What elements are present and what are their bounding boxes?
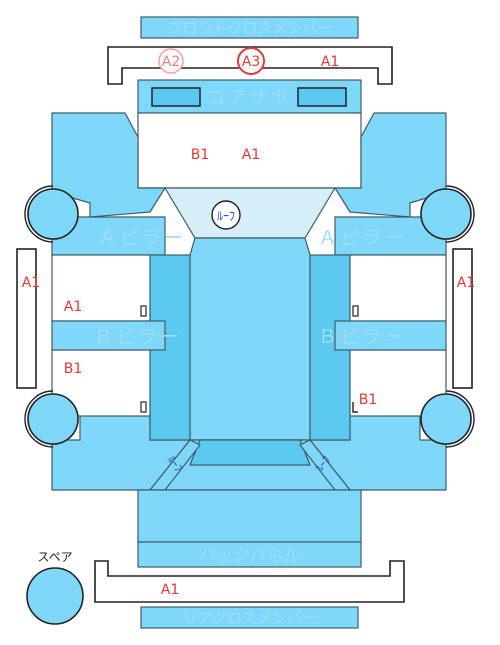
back-panel[interactable] xyxy=(137,541,362,568)
right-rear-door-mark xyxy=(352,402,358,413)
engine-b1-label: B1 xyxy=(191,147,210,163)
a-pillar-right-label: Ａピラー xyxy=(318,227,406,249)
rear-a1-label: A1 xyxy=(161,582,179,598)
rear-cross-member-label: リアクロスメンバー xyxy=(183,609,317,627)
left-front-door-mark xyxy=(140,305,147,317)
wheel-front-right[interactable] xyxy=(420,188,472,240)
roof-center-marker[interactable] xyxy=(211,200,241,230)
front-a1-label: A1 xyxy=(321,54,339,70)
spare-tire[interactable] xyxy=(26,567,84,625)
wheel-arch-front-left xyxy=(24,185,54,243)
roof[interactable] xyxy=(189,237,311,441)
front-a2-label: A2 xyxy=(162,54,180,70)
core-support-right-slot xyxy=(297,87,347,107)
b-pillar-left[interactable] xyxy=(51,320,166,351)
wheel-arch-rear-right xyxy=(445,390,475,448)
rear-cross-member[interactable] xyxy=(140,606,359,629)
front-cross-member[interactable] xyxy=(140,16,359,39)
front-a2-marker[interactable] xyxy=(158,48,184,74)
front-a3-label: A3 xyxy=(242,54,260,70)
a-pillar-left-label: Ａピラー xyxy=(98,227,186,249)
left-side-frame[interactable] xyxy=(16,248,37,389)
front-a3-marker[interactable] xyxy=(237,47,265,75)
left-rear-door-mark xyxy=(140,401,147,413)
wheel-arch-rear-left xyxy=(24,390,54,448)
windshield[interactable] xyxy=(163,187,337,239)
left-side-frame-label: A1 xyxy=(22,275,40,291)
front-cross-member-label: フロントクロスメンバー xyxy=(167,19,332,37)
left-front-door[interactable] xyxy=(51,254,151,322)
spare-label: スペア xyxy=(37,550,72,564)
b-pillar-left-label: Ｂピラー xyxy=(94,326,182,348)
right-side-frame-label: A1 xyxy=(457,275,475,291)
right-side-frame[interactable] xyxy=(452,248,473,389)
right-front-door-mark xyxy=(352,305,359,317)
right-rear-door-label: B1 xyxy=(359,392,378,408)
left-rear-door-label: B1 xyxy=(64,361,83,377)
engine-a1-label: A1 xyxy=(242,147,260,163)
rear-bracket-outline xyxy=(94,560,405,603)
left-front-door-label: A1 xyxy=(64,299,82,315)
wheel-front-left[interactable] xyxy=(27,188,79,240)
wheel-rear-right[interactable] xyxy=(420,393,472,445)
core-support-left-slot xyxy=(151,87,201,107)
b-pillar-right[interactable] xyxy=(334,320,447,351)
front-bracket-outline xyxy=(107,46,393,85)
wheel-rear-left[interactable] xyxy=(27,393,79,445)
right-front-door[interactable] xyxy=(349,254,447,322)
rear-window[interactable] xyxy=(189,439,311,466)
trunk-floor[interactable] xyxy=(137,489,362,543)
back-panel-label: バックパネル xyxy=(199,546,300,566)
roof-center-label: ﾙｰﾌ xyxy=(217,209,235,223)
wheel-arch-front-right xyxy=(445,185,475,243)
b-pillar-right-label: Ｂピラー xyxy=(318,326,406,348)
core-support-label: コアサポ xyxy=(207,88,291,109)
